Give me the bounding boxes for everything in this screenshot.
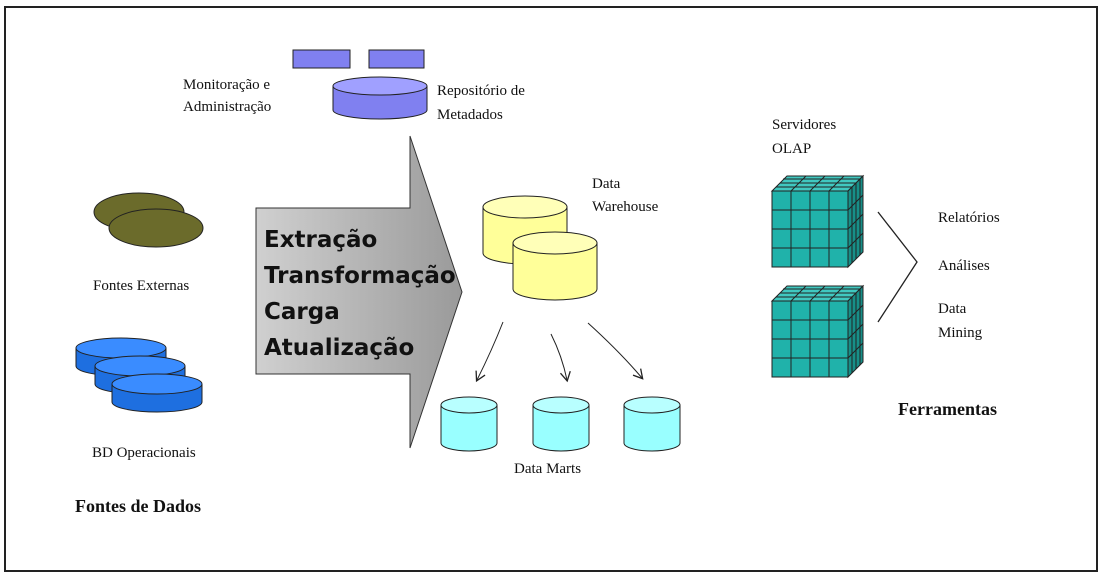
arrow-to-mart-2 [550,333,571,383]
olap-label-line2: OLAP [772,141,812,157]
olap-cube-1-icon [770,174,865,269]
data-sources-title: Fontes de Dados [75,496,202,516]
olap-cube-2-icon [770,284,865,379]
etl-label-update: Atualização [264,335,415,361]
tool-reports-label: Relatórios [938,210,1000,226]
tool-mining-label-line2: Mining [938,325,983,341]
operational-db-label: BD Operacionais [92,445,196,461]
olap-label-line1: Servidores [772,117,837,133]
monitor-rect-1 [292,49,351,69]
tool-mining-label-line1: Data [938,301,967,317]
etl-label-transformation: Transformação [264,263,456,289]
tools-title: Ferramentas [898,399,997,419]
data-mart-1-icon [440,396,498,452]
data-warehouse-icon [482,195,598,301]
tools-bracket [877,211,918,323]
repository-label-line2: Metadados [437,107,503,123]
external-sources-label: Fontes Externas [93,278,190,294]
repository-label-line1: Repositório de [437,83,525,99]
arrow-to-mart-1 [475,321,504,383]
monitor-label-line1: Monitoração e [183,77,271,93]
data-mart-3-icon [623,396,681,452]
arrow-to-mart-3 [587,322,644,380]
etl-label-load: Carga [264,299,340,325]
warehouse-label-line2: Warehouse [592,199,659,215]
metadata-repository-icon [332,76,428,120]
tool-analysis-label: Análises [938,258,990,274]
warehouse-label-line1: Data [592,176,621,192]
etl-label-extraction: Extração [264,227,378,253]
monitor-label-line2: Administração [183,99,272,115]
external-sources-icon [93,192,204,248]
data-marts-label: Data Marts [514,461,582,477]
etl-arrow [255,135,463,449]
data-mart-2-icon [532,396,590,452]
monitor-rect-2 [368,49,425,69]
operational-db-icon [75,337,203,413]
